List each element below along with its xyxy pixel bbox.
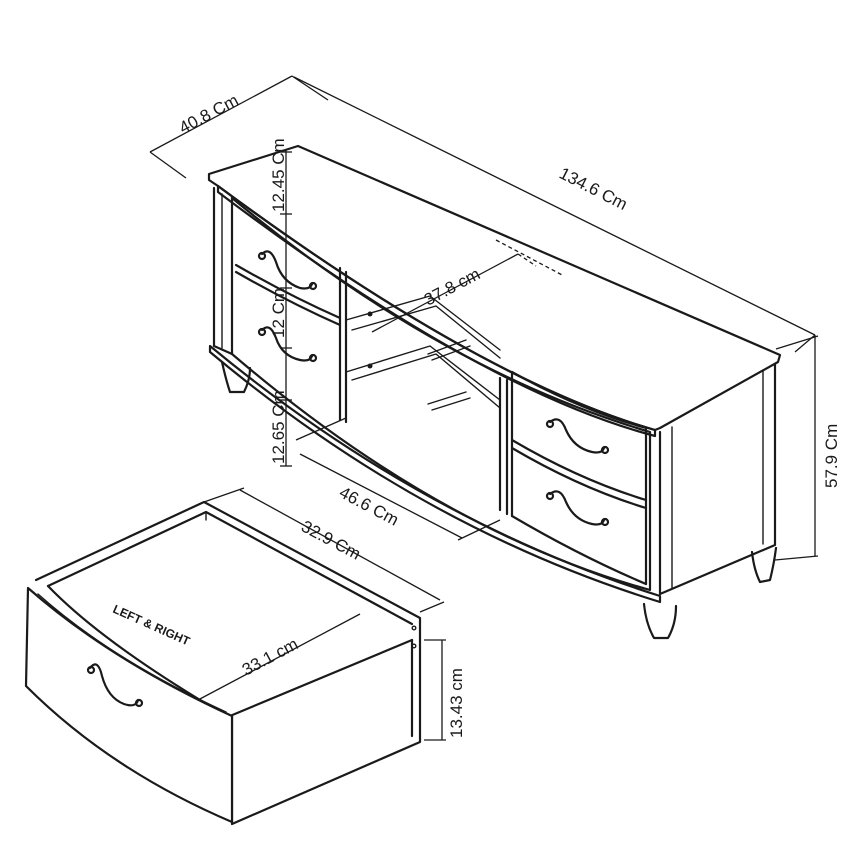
height-label: 57.9 Cm [822, 424, 841, 488]
left-bottom-drawer-handle[interactable] [260, 326, 314, 362]
cabinet-feet [220, 360, 778, 640]
drawer-height-mid-label: 12 Cm [269, 288, 288, 338]
cabinet-top [207, 144, 782, 432]
drawer-height-bottom-label: 12.65 Cm [269, 390, 288, 464]
cabinet [207, 144, 782, 640]
right-top-drawer-handle[interactable] [548, 418, 606, 454]
width-label: 134.6 Cm [556, 164, 630, 214]
drawer-front-handle[interactable] [88, 663, 140, 707]
right-drawers [510, 370, 648, 586]
depth-label: 40.8 Cm [176, 91, 242, 138]
drawer-heights: 12.45 Cm 12 Cm 12.65 Cm [269, 138, 292, 467]
drawer-note: LEFT & RIGHT [111, 602, 193, 649]
height-dimension: 57.9 Cm [774, 335, 841, 561]
left-top-drawer-handle[interactable] [260, 250, 314, 290]
left-side-panel [212, 186, 234, 356]
drawer-detail: LEFT & RIGHT 32.9 Cm 33.1 cm 13.43 cm [24, 487, 466, 826]
left-drawers [234, 250, 348, 424]
drawer-height-top-label: 12.45 Cm [269, 138, 288, 212]
drawer-height-label: 13.43 cm [447, 668, 466, 738]
centre-shelves [345, 295, 509, 516]
drawer-depth-label: 33.1 cm [239, 634, 301, 679]
right-side-panel [658, 362, 777, 596]
right-bottom-drawer-handle[interactable] [548, 490, 606, 526]
drawer-back-wall [34, 500, 422, 642]
